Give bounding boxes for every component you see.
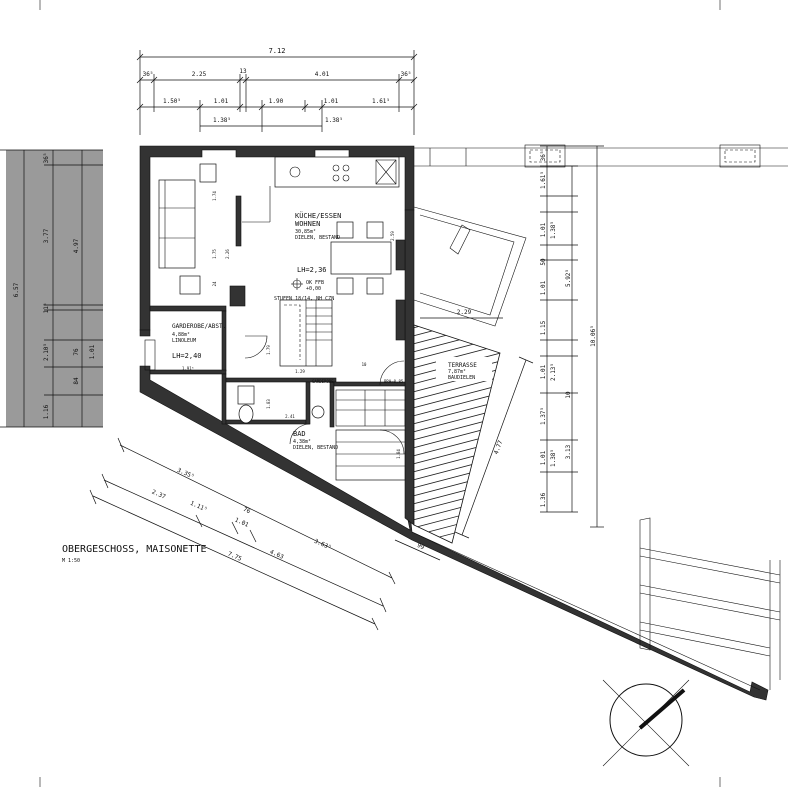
dim-right-11: 2.13⁵ xyxy=(550,363,557,381)
dim-right-12: 10 xyxy=(565,391,572,399)
inner-dim-6: 10 xyxy=(362,362,367,367)
wardrobe-area: 4,88m² xyxy=(172,332,190,338)
dim-bottom-3: 1.11⁵ xyxy=(189,500,208,514)
terrace xyxy=(413,206,534,544)
dim-top-8: 1.90 xyxy=(269,98,284,105)
kitchen-floor: DIELEN, BESTAND xyxy=(295,235,340,241)
kitchen-height: LH=2,36 xyxy=(297,266,327,274)
dim-left-6: 2.10⁵ xyxy=(43,343,50,361)
kitchen-area: 30,85m² xyxy=(295,229,316,235)
wardrobe-name: GARDEROBE/ABST. xyxy=(172,323,226,330)
dim-top-12: 1.38⁵ xyxy=(325,117,343,124)
corner-marks xyxy=(39,0,721,787)
inner-dim-9: 2.41 xyxy=(285,414,295,419)
drawing-title: OBERGESCHOSS, MAISONETTE M 1:50 xyxy=(62,544,207,564)
dim-right-14: 1.01 xyxy=(540,450,547,465)
dim-top-10: 1.61⁵ xyxy=(372,98,390,105)
dim-top-1: 36⁵ xyxy=(143,71,154,78)
dim-right-7: 5.92⁵ xyxy=(565,269,572,287)
dim-right-1: 36⁵ xyxy=(540,151,547,162)
wardrobe-height: LH=2,40 xyxy=(172,352,202,360)
plan-scale: M 1:50 xyxy=(62,558,80,564)
dim-left-5: 11⁵ xyxy=(43,303,50,314)
dim-top-4: 4.01 xyxy=(315,71,330,78)
bath-floor: DIELEN, BESTAND xyxy=(293,445,338,451)
ok-ffb-label: OK FFB xyxy=(306,280,324,286)
dim-right-4: 1.38⁵ xyxy=(550,221,557,239)
site-railing xyxy=(411,517,781,691)
dim-left-3: 3.77 xyxy=(43,228,50,243)
dim-top-total: 7.12 xyxy=(269,47,286,55)
dim-right-3: 1.01 xyxy=(540,222,547,237)
dim-bottom-7: 4.63 xyxy=(269,548,285,560)
dim-right-17: 1.36 xyxy=(540,492,547,507)
dim-bottom-2: 2.37 xyxy=(151,488,167,500)
inner-dim-8: 1.91⁵ xyxy=(182,366,194,371)
inner-dim-2: 2.26 xyxy=(225,249,230,259)
inner-dim-11: 1.84 xyxy=(396,449,401,459)
top-dimension-chain: 7.12 36⁵ 2.25 13 4.01 36⁵ 1.50⁵ 1.01 1.9… xyxy=(136,47,418,135)
inner-dimensions: 1.74 2.26 1.75 1.29 1.79 10 24 1.91⁵ 2.4… xyxy=(182,191,401,459)
dim-bottom-8: 7.75 xyxy=(227,550,243,562)
dim-right-9: 1.15 xyxy=(540,320,547,335)
dim-bottom-9: 99 xyxy=(416,542,426,551)
garderobe-label: GARDEROBE xyxy=(312,379,334,384)
building-walls xyxy=(139,145,769,701)
dim-right-5: 50 xyxy=(540,258,547,266)
inner-dim-5: 1.79 xyxy=(266,345,271,355)
dim-right-10: 1.01 xyxy=(540,364,547,379)
dim-bottom-6: 3.63⁵ xyxy=(313,538,332,552)
dim-top-11: 1.38⁵ xyxy=(213,117,231,124)
dim-left-8: 1.01 xyxy=(89,344,96,359)
inner-dim-7: 24 xyxy=(212,281,217,286)
bath-name: BAD xyxy=(293,430,306,438)
right-dimension-chain: 36⁵ 1.61⁵ 1.01 1.38⁵ 50 1.01 5.92⁵ 10.06… xyxy=(540,145,604,528)
dim-right-16: 3.13 xyxy=(565,444,572,459)
plan-title: OBERGESCHOSS, MAISONETTE xyxy=(62,544,207,555)
dim-top-3: 13 xyxy=(239,68,247,75)
dim-top-7: 1.01 xyxy=(214,98,229,105)
left-section-strip: 6.57 36⁵ 3.77 4.97 11⁵ 2.10⁵ 76 1.01 84 … xyxy=(0,149,103,428)
dim-right-6: 1.01 xyxy=(540,280,547,295)
north-arrow xyxy=(602,679,690,767)
terrace-dim-width: 2.29 xyxy=(457,309,472,316)
dim-right-13: 1.37⁵ xyxy=(540,407,547,425)
dim-bottom-1: 3.35⁵ xyxy=(176,467,195,481)
kitchen-name: KÜCHE/ESSEN xyxy=(295,211,341,220)
terrace-area: 7,87m² xyxy=(448,369,466,375)
bath-area: 4,38m² xyxy=(293,439,311,445)
dim-bottom-4: 76 xyxy=(242,506,252,515)
dim-right-2: 1.61⁵ xyxy=(540,171,547,189)
terrace-name: TERRASSE xyxy=(448,362,477,369)
room-labels: KÜCHE/ESSEN WOHNEN 30,85m² DIELEN, BESTA… xyxy=(172,211,504,455)
dim-left-9: 84 xyxy=(73,377,80,385)
brh-label: BRH=0,85 xyxy=(384,379,404,384)
dim-top-2: 2.25 xyxy=(192,71,207,78)
terrace-dim-length: 4.77 xyxy=(493,439,505,455)
inner-dim-12: 2.59 xyxy=(390,231,395,241)
dim-left-4: 4.97 xyxy=(73,238,80,253)
dim-left-7: 76 xyxy=(73,348,80,356)
dim-top-5: 36⁵ xyxy=(401,71,412,78)
dim-left-2: 36⁵ xyxy=(43,153,50,164)
stair-label: STUFEN 18/14, NH CZN xyxy=(274,296,334,302)
dim-right-15: 1.38⁵ xyxy=(550,449,557,467)
inner-dim-10: 1.83 xyxy=(266,399,271,409)
inner-dim-3: 1.75 xyxy=(212,249,217,259)
wardrobe-floor: LINOLEUM xyxy=(172,338,196,344)
inner-dim-1: 1.74 xyxy=(212,191,217,201)
dim-right-8: 10.06⁵ xyxy=(590,325,597,347)
furniture xyxy=(144,156,406,481)
neighbour-facade xyxy=(414,144,788,168)
inner-dim-4: 1.29 xyxy=(295,369,305,374)
kitchen-name2: WOHNEN xyxy=(295,220,320,228)
dim-top-6: 1.50⁵ xyxy=(163,98,181,105)
dim-left-10: 1.16 xyxy=(43,404,50,419)
dim-left-1: 6.57 xyxy=(13,282,20,297)
terrace-floor: BAUDIELEN xyxy=(448,375,475,381)
dim-bottom-5: 1.01 xyxy=(234,516,250,528)
ok-ffb-value: +0,00 xyxy=(306,286,321,292)
dim-top-9: 1.01 xyxy=(324,98,339,105)
